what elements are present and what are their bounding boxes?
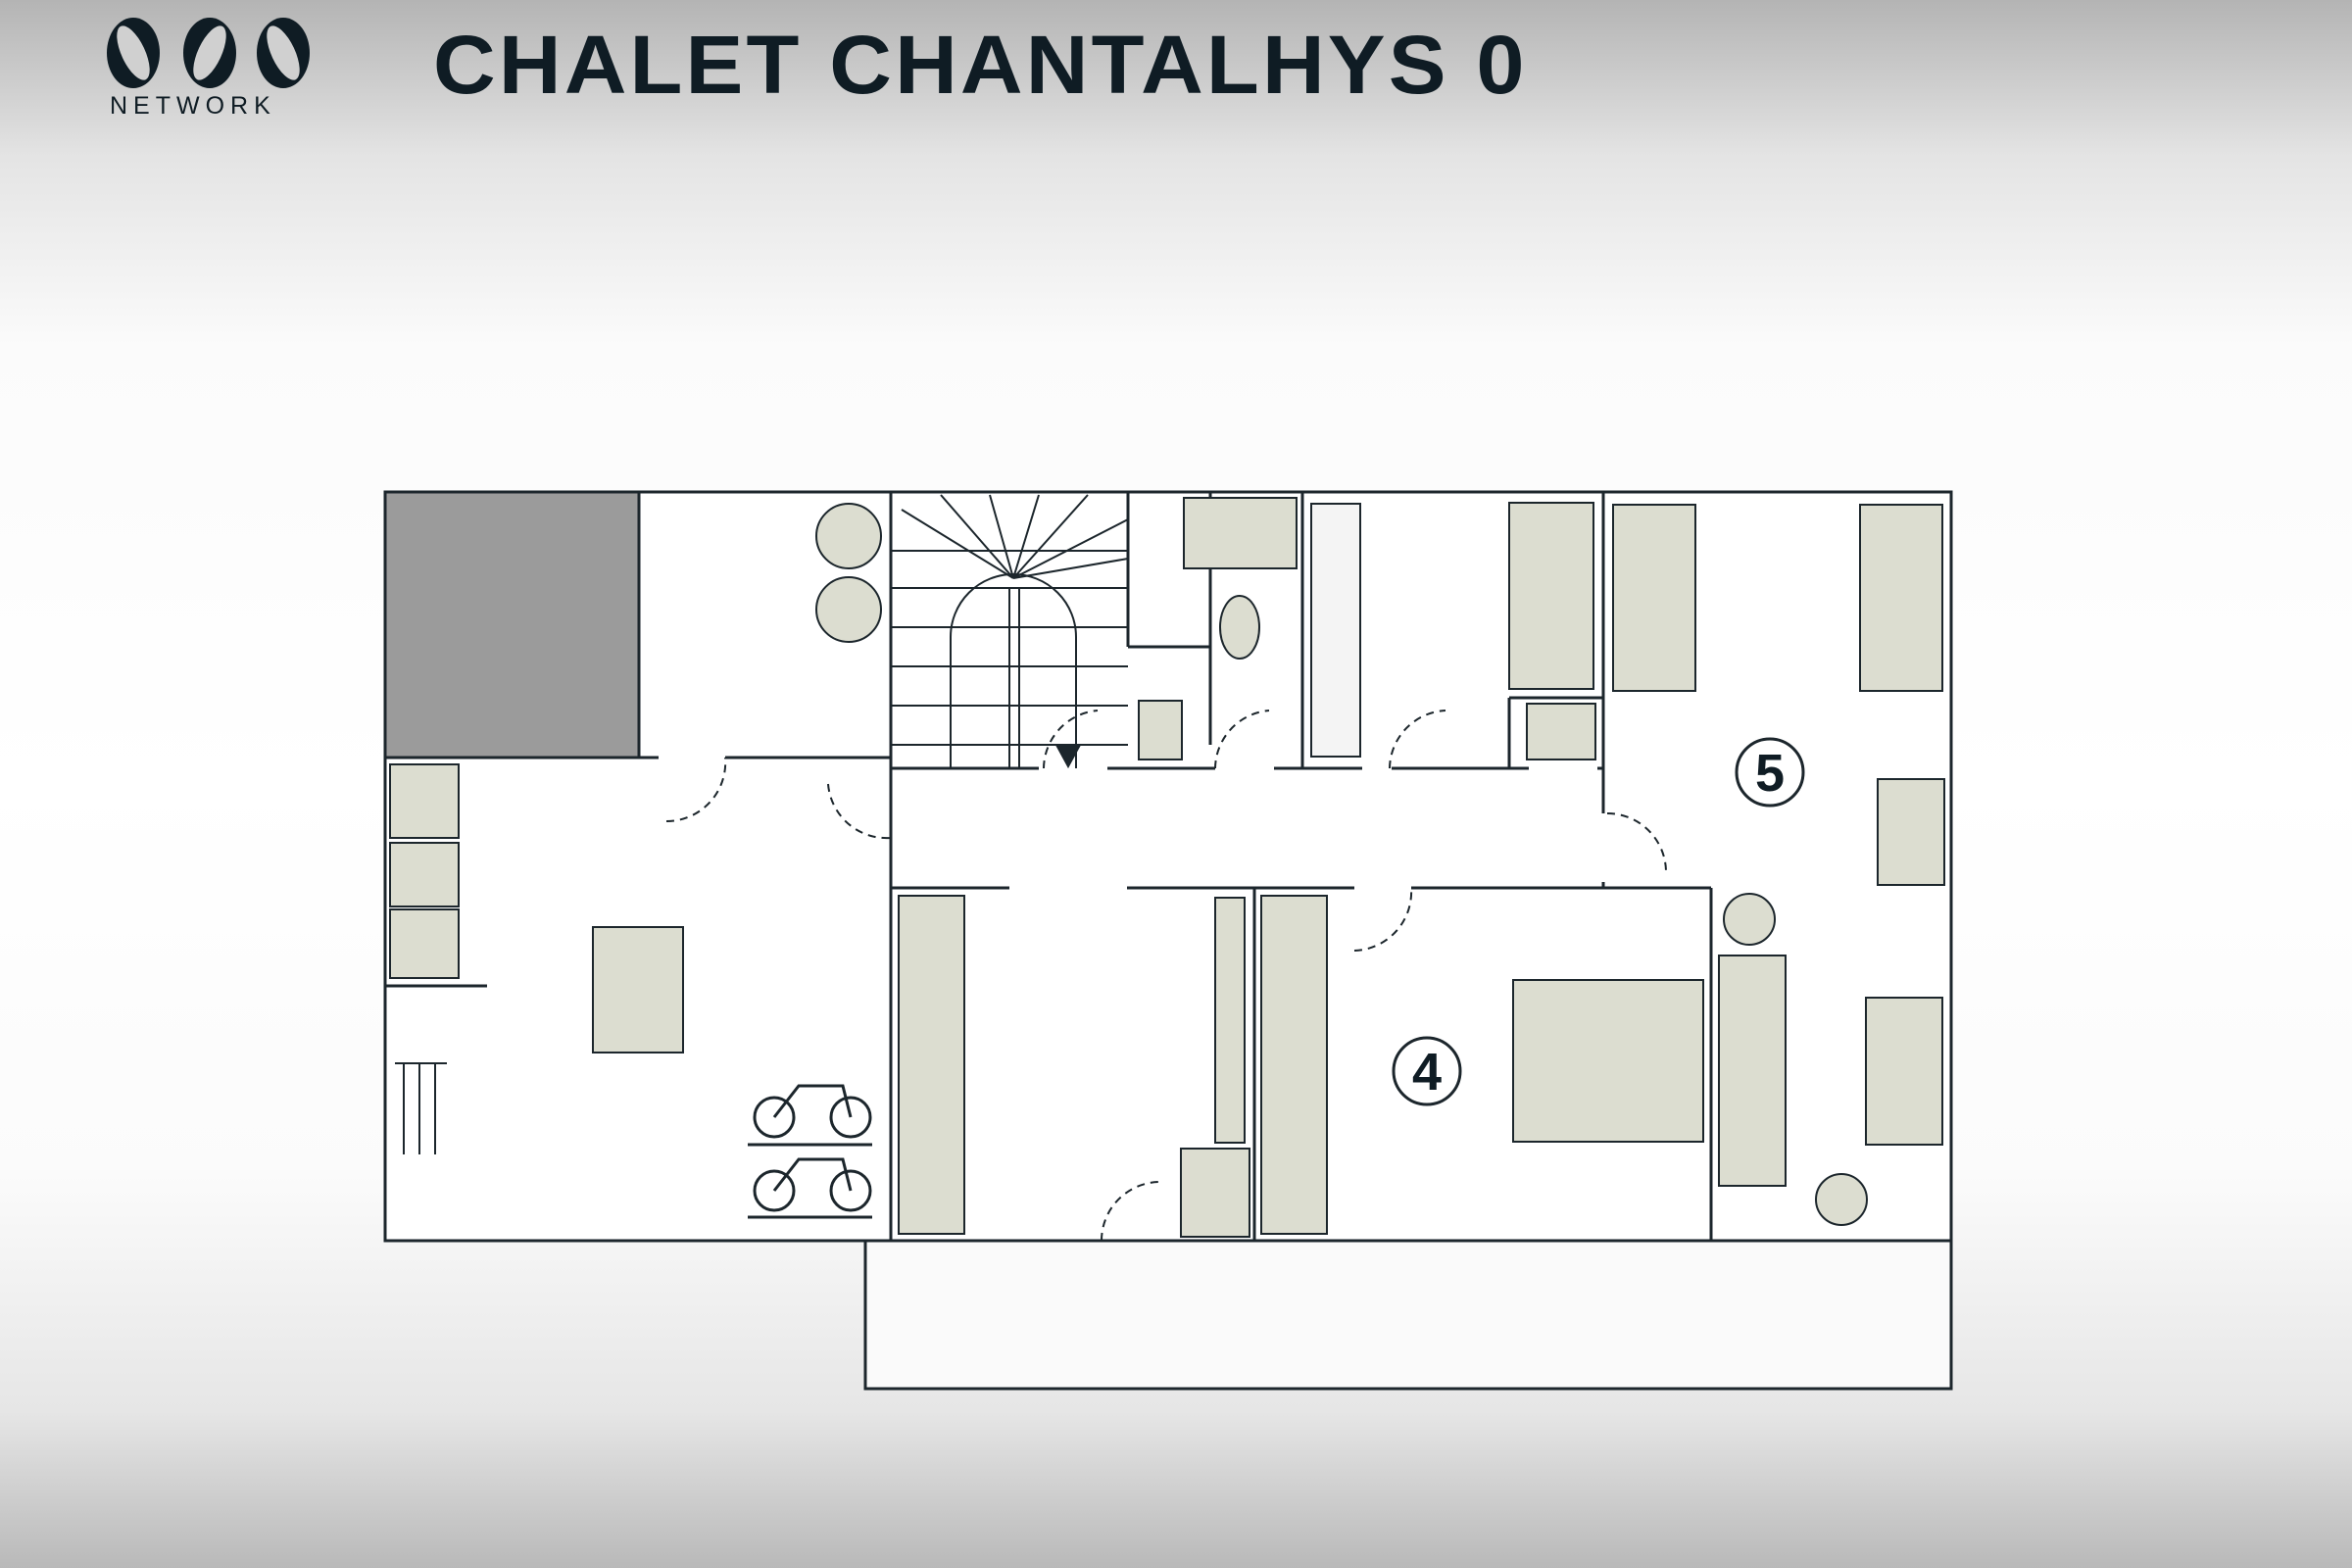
- room-label-5: 5: [1735, 737, 1805, 808]
- terrace: [863, 1239, 1953, 1391]
- page-title: CHALET CHANTALHYS 0: [433, 19, 1528, 111]
- bicycle-icon: [748, 1157, 872, 1219]
- shower: [1310, 503, 1361, 758]
- washer: [389, 842, 460, 907]
- wardrobe: [1260, 895, 1328, 1235]
- dryer: [389, 908, 460, 979]
- fan-icon: [1815, 1173, 1868, 1226]
- cabinet: [1180, 1148, 1250, 1238]
- washer: [389, 763, 460, 839]
- sink-counter: [1183, 497, 1298, 569]
- bathtub: [1508, 502, 1594, 690]
- bicycle-icon: [748, 1084, 872, 1147]
- foosball-table: [592, 926, 684, 1054]
- blocked-area: [383, 490, 641, 760]
- room-label-4: 4: [1392, 1036, 1462, 1106]
- single-bed: [1612, 504, 1696, 692]
- onvo-logo: [107, 18, 310, 88]
- room-number: 5: [1755, 744, 1785, 803]
- fan-icon: [1723, 893, 1776, 946]
- interior-walls: [385, 492, 1713, 1241]
- logo-network-text: NETWORK: [110, 92, 276, 120]
- desk: [1877, 778, 1945, 886]
- sink: [1138, 700, 1183, 760]
- wardrobe: [898, 895, 965, 1235]
- water-heater-icon: [815, 576, 882, 643]
- tv-unit: [1718, 955, 1787, 1187]
- double-bed: [1512, 979, 1704, 1143]
- sofa: [1214, 897, 1246, 1144]
- single-bed: [1859, 504, 1943, 692]
- cabinet: [1526, 703, 1596, 760]
- water-heater-icon: [815, 503, 882, 569]
- armchair: [1865, 997, 1943, 1146]
- room-number: 4: [1412, 1043, 1442, 1102]
- ski-rack-icon: [395, 1062, 447, 1154]
- toilet: [1219, 595, 1260, 660]
- staircase: [891, 494, 1129, 769]
- door-swings: [665, 710, 1667, 1242]
